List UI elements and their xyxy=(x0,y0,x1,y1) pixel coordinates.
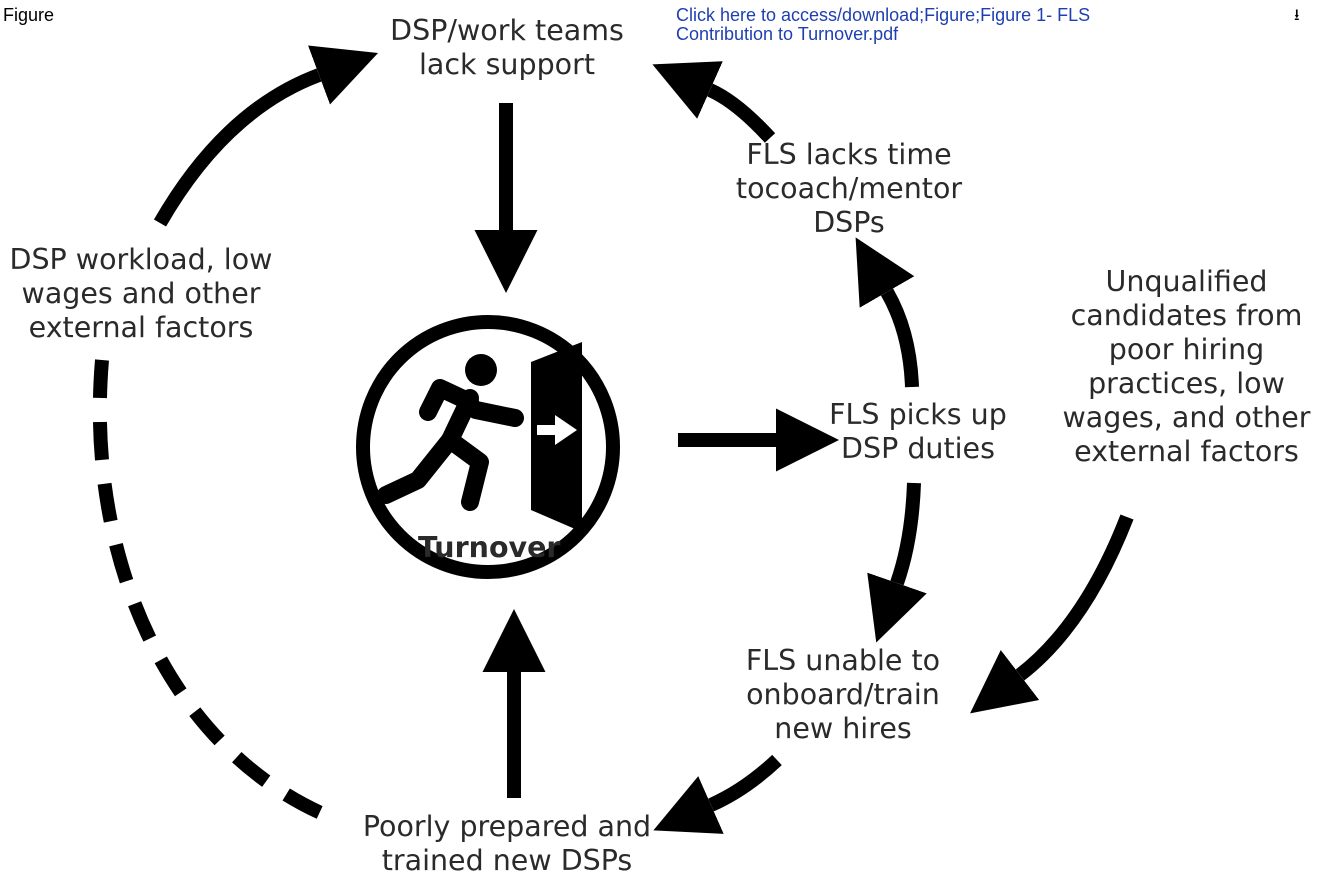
node-poorly-prepared: Poorly prepared and trained new DSPs xyxy=(362,810,652,877)
node-fls-lacks-time: FLS lacks time tocoach/mentor DSPs xyxy=(735,138,963,239)
node-dsp-lack-support: DSP/work teams lack support xyxy=(390,14,624,81)
figure-label: Figure xyxy=(3,5,55,25)
arrow-picksup-to-lackstime xyxy=(855,237,919,388)
arrow-workload-to-support xyxy=(153,45,379,227)
node-fls-picks-up: FLS picks up DSP duties xyxy=(829,398,1007,465)
dashed-feedback-path xyxy=(92,359,333,824)
download-link[interactable]: Click here to access/download;Figure;Fig… xyxy=(676,6,1090,44)
node-fls-unable: FLS unable to onboard/train new hires xyxy=(745,644,941,745)
arrow-unable-to-poorly xyxy=(653,754,782,834)
download-link-line-2[interactable]: Contribution to Turnover.pdf xyxy=(676,24,899,44)
node-dsp-workload: DSP workload, low wages and other extern… xyxy=(9,243,273,344)
arrow-picksup-to-unable xyxy=(867,482,927,643)
arrow-lackstime-to-support xyxy=(652,61,776,143)
node-unqualified: Unqualified candidates from poor hiring … xyxy=(1062,265,1311,468)
download-icon[interactable]: ⭳ xyxy=(1294,5,1300,24)
turnover-label: Turnover xyxy=(418,531,561,564)
person-exiting-door-icon xyxy=(377,342,582,532)
download-link-line-1[interactable]: Click here to access/download;Figure;Fig… xyxy=(676,5,1091,25)
arrow-unqualified-to-unable xyxy=(970,514,1134,714)
